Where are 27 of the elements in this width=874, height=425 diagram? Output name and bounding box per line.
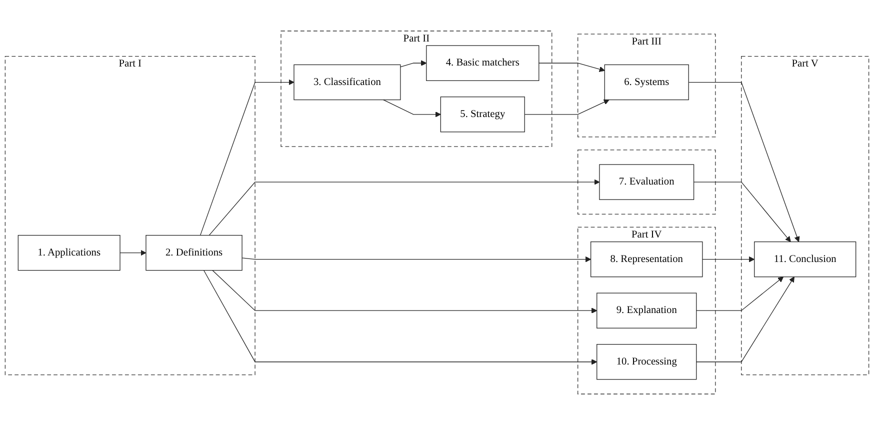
arrow [702, 256, 755, 262]
arrow [400, 60, 427, 68]
arrow [120, 250, 146, 256]
arrow [212, 270, 598, 314]
cluster [578, 150, 716, 215]
node-box: 8. Representation [590, 241, 703, 278]
node-box: 10. Processing [596, 344, 697, 380]
node-box: 3. Classification [294, 64, 401, 100]
node-box: 7. Evaluation [599, 164, 694, 200]
node-box: 1. Applications [18, 234, 120, 271]
node-box: 5. Strategy [440, 96, 525, 132]
arrow [208, 179, 600, 236]
arrow [693, 182, 791, 242]
arrow [688, 82, 800, 242]
arrow [204, 270, 598, 365]
arrow [242, 256, 592, 262]
arrow [200, 79, 294, 236]
arrow [538, 62, 605, 72]
node-box: 4. Basic matchers [426, 45, 540, 81]
node-box: 9. Explanation [596, 292, 697, 328]
arrow [696, 276, 794, 362]
node-box: 2. Definitions [146, 234, 242, 271]
node-box: 11. Conclusion [754, 241, 856, 278]
arrow [383, 99, 441, 118]
arrow [524, 99, 610, 115]
arrow [696, 276, 784, 311]
node-box: 6. Systems [604, 64, 689, 100]
